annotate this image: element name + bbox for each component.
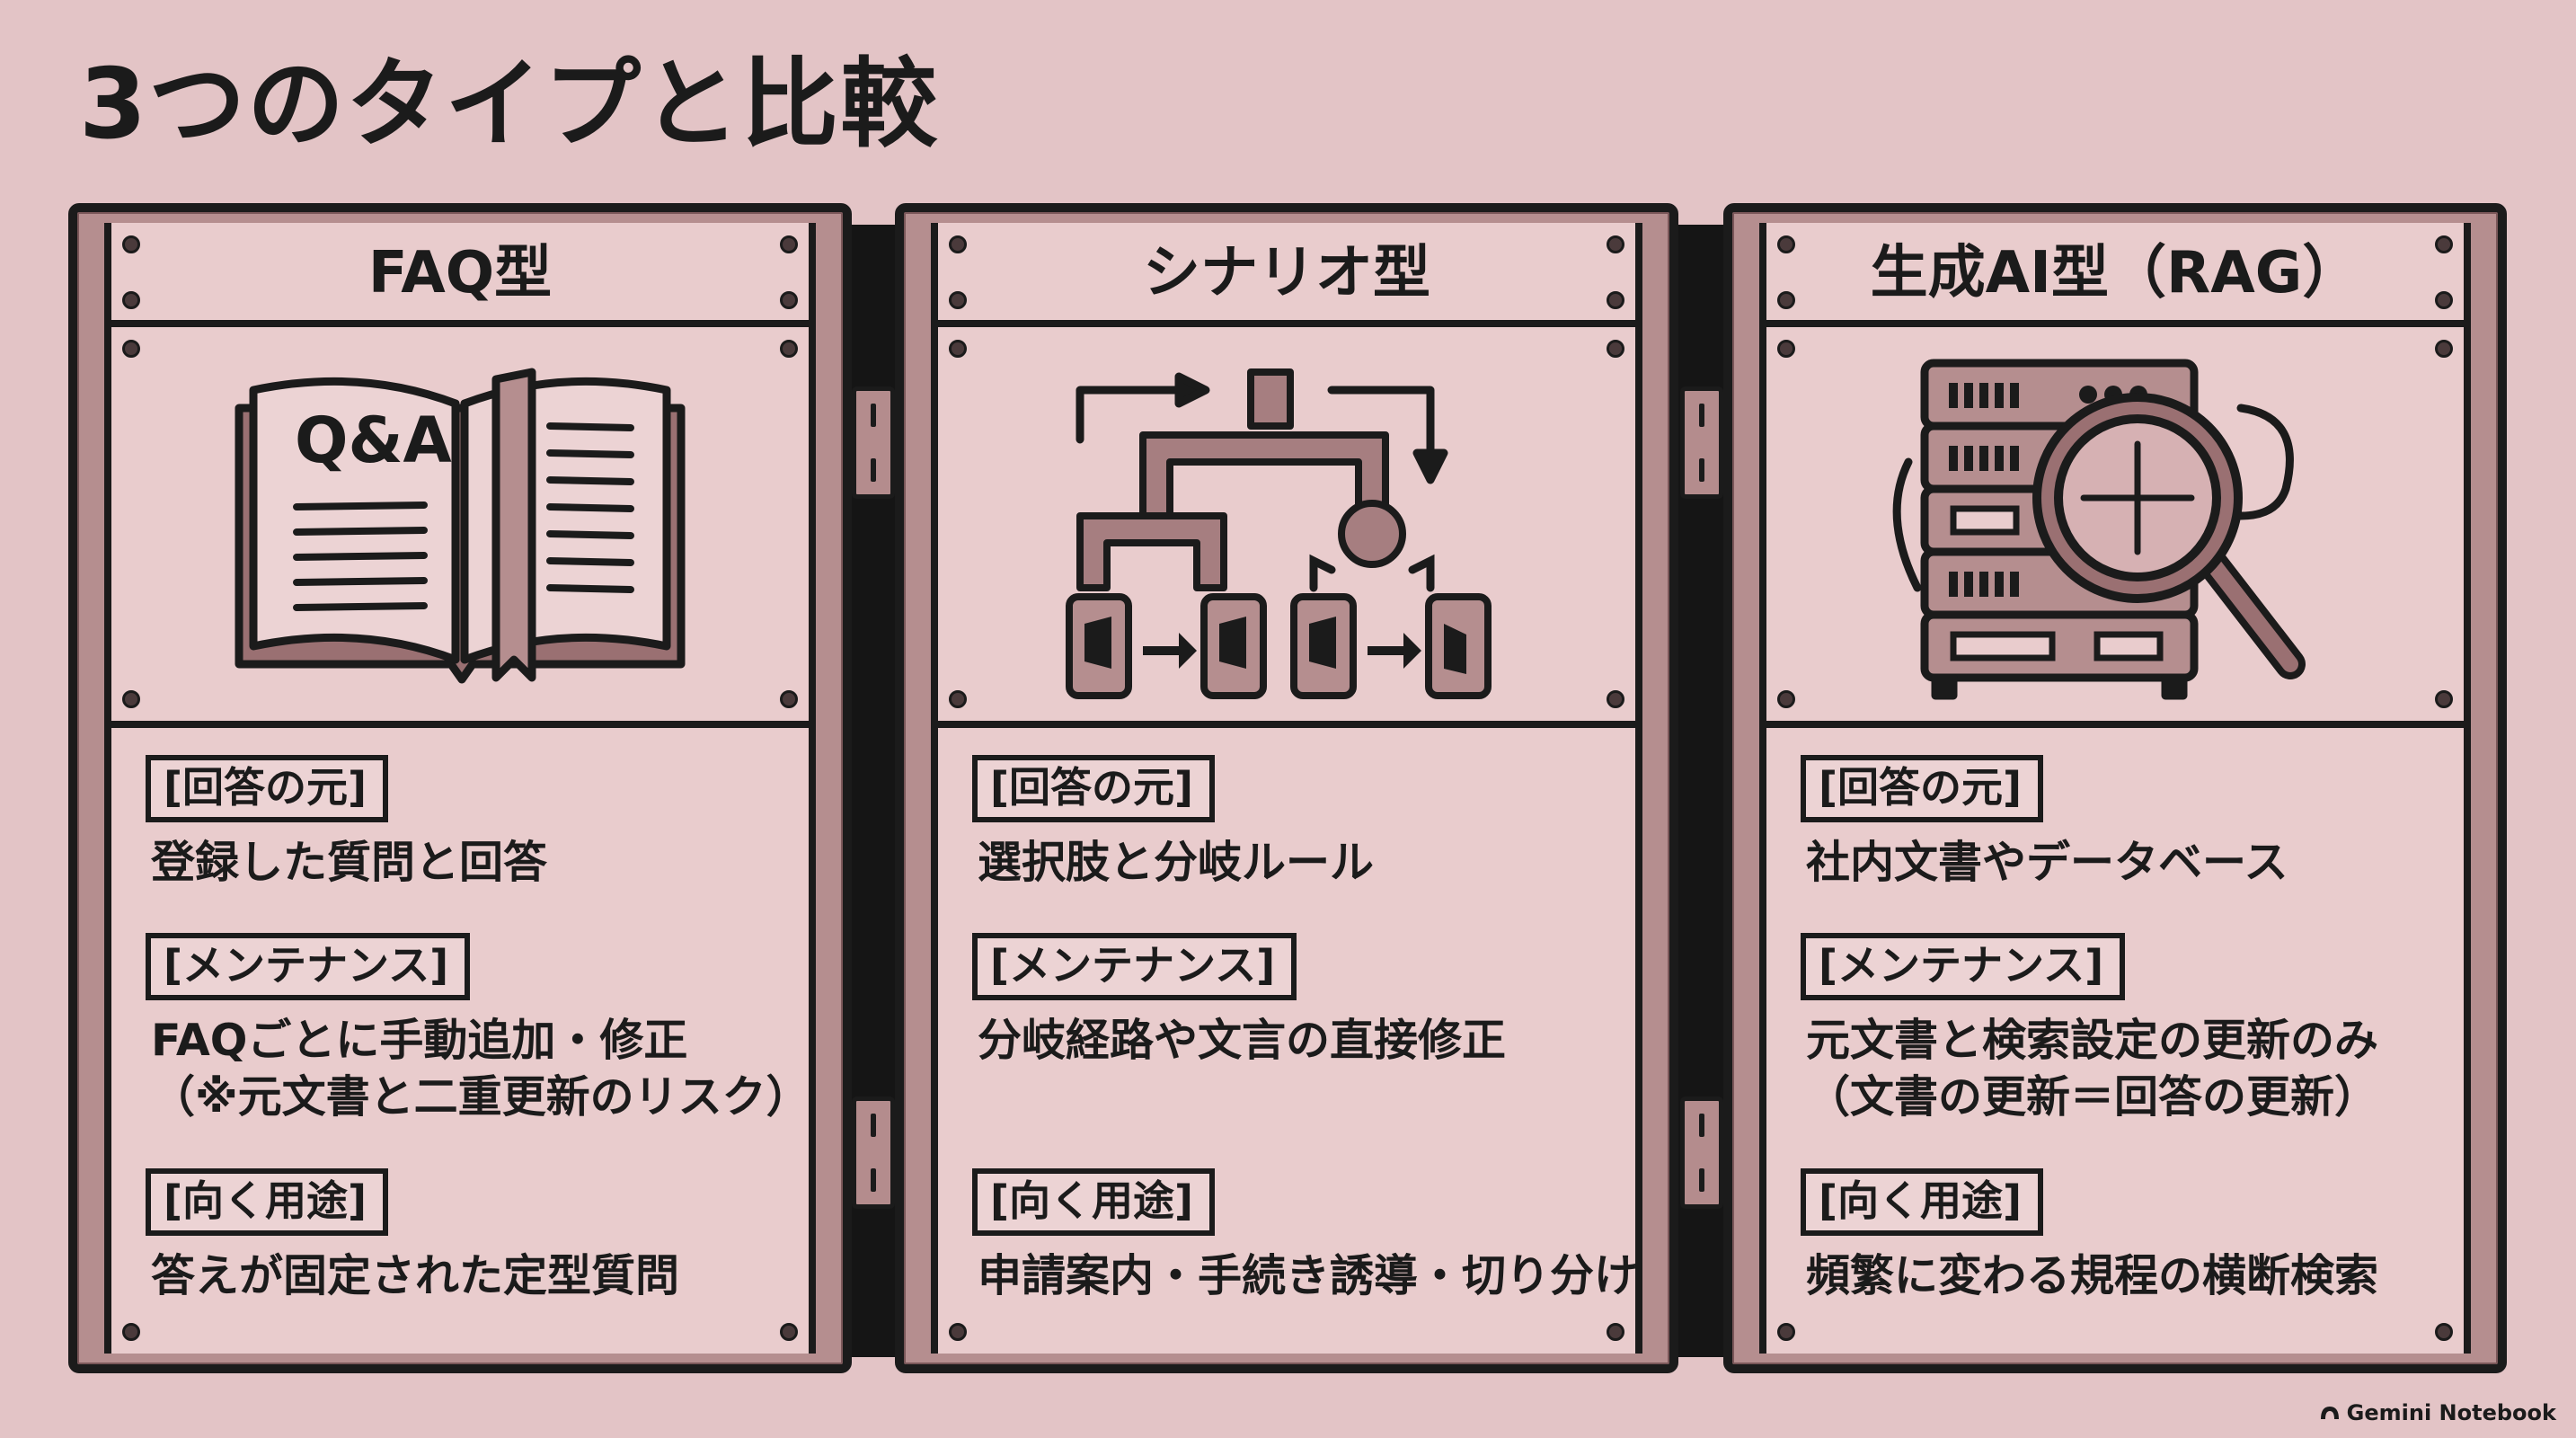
rivet [780, 690, 798, 708]
use-case-value: 頻繁に変わる規程の横断検索 [1806, 1249, 2379, 1301]
maintenance-value: FAQごとに手動追加・修正 （※元文書と二重更新のリスク） [151, 1013, 810, 1125]
panel-rag-inner: 生成AI型（RAG） [1759, 223, 2471, 1354]
maintenance-value: 元文書と検索設定の更新のみ （文書の更新＝回答の更新） [1806, 1013, 2446, 1125]
panel-faq-inner: FAQ型 Q&A [104, 223, 816, 1354]
rivet [122, 340, 140, 358]
maintenance-tag: [メンテナンス] [972, 933, 1297, 1000]
rivet [780, 340, 798, 358]
rivet [780, 235, 798, 253]
maintenance-row: [メンテナンス] FAQごとに手動追加・修正 （※元文書と二重更新のリスク） [146, 933, 810, 1125]
rivet [1607, 1323, 1624, 1341]
rivet [1607, 235, 1624, 253]
open-book-qa-icon: Q&A [235, 368, 686, 684]
maintenance-row: [メンテナンス] 分岐経路や文言の直接修正 [972, 933, 1617, 1070]
rivet [2435, 690, 2453, 708]
qa-label: Q&A [295, 404, 452, 477]
rivet [2435, 291, 2453, 309]
rivet [1607, 340, 1624, 358]
rivet [2435, 235, 2453, 253]
rivet [949, 235, 967, 253]
rivet [1777, 690, 1795, 708]
panel-header: シナリオ型 [938, 223, 1635, 327]
server-magnifier-icon [1892, 359, 2306, 700]
hinge [852, 1096, 895, 1209]
answer-source-row: [回答の元] 登録した質問と回答 [146, 755, 791, 892]
panel-details: [回答の元] 選択肢と分岐ルール [メンテナンス] 分岐経路や文言の直接修正 [… [938, 728, 1639, 1354]
maintenance-line: FAQごとに手動追加・修正 [151, 1014, 688, 1066]
answer-source-tag: [回答の元] [146, 755, 389, 822]
answer-source-tag: [回答の元] [1801, 755, 2044, 822]
maintenance-value: 分岐経路や文言の直接修正 [978, 1014, 1507, 1066]
panel-illustration: Q&A [111, 327, 809, 728]
use-case-row: [向く用途] 申請案内・手続き誘導・切り分け [972, 1168, 1639, 1305]
rivet [949, 291, 967, 309]
rivet [949, 340, 967, 358]
rivet [780, 1323, 798, 1341]
answer-source-value: 社内文書やデータベース [1806, 836, 2288, 888]
rivet [122, 1323, 140, 1341]
rivet [1607, 690, 1624, 708]
maintenance-line: 元文書と検索設定の更新のみ [1806, 1014, 2379, 1066]
use-case-tag: [向く用途] [146, 1168, 389, 1236]
maintenance-row: [メンテナンス] 元文書と検索設定の更新のみ （文書の更新＝回答の更新） [1801, 933, 2446, 1125]
hinge [852, 386, 895, 499]
panel-header: FAQ型 [111, 223, 809, 327]
maintenance-line: （文書の更新＝回答の更新） [1806, 1070, 2379, 1123]
use-case-tag: [向く用途] [972, 1168, 1216, 1236]
answer-source-tag: [回答の元] [972, 755, 1216, 822]
panel-details: [回答の元] 社内文書やデータベース [メンテナンス] 元文書と検索設定の更新の… [1766, 728, 2464, 1354]
rivet [949, 1323, 967, 1341]
rivet [1777, 1323, 1795, 1341]
watermark: Gemini Notebook [2320, 1400, 2556, 1425]
panel-illustration [1766, 327, 2464, 728]
maintenance-tag: [メンテナンス] [1801, 933, 2126, 1000]
panel-illustration [938, 327, 1635, 728]
rivet [122, 690, 140, 708]
panel-faq: FAQ型 Q&A [68, 203, 852, 1373]
answer-source-row: [回答の元] 社内文書やデータベース [1801, 755, 2446, 892]
use-case-value: 答えが固定された定型質問 [151, 1249, 680, 1301]
rivet [2435, 340, 2453, 358]
use-case-tag: [向く用途] [1801, 1168, 2044, 1236]
rivet [122, 235, 140, 253]
rivet [1607, 291, 1624, 309]
rivet [1777, 340, 1795, 358]
hinge [1680, 1096, 1723, 1209]
rivet [1777, 235, 1795, 253]
answer-source-value: 登録した質問と回答 [151, 836, 548, 888]
panel-header: 生成AI型（RAG） [1766, 223, 2464, 327]
panel-rag: 生成AI型（RAG） [1723, 203, 2507, 1373]
use-case-value: 申請案内・手続き誘導・切り分け [978, 1249, 1639, 1301]
watermark-text: Gemini Notebook [2346, 1400, 2556, 1425]
panel-scenario: シナリオ型 [895, 203, 1678, 1373]
maintenance-tag: [メンテナンス] [146, 933, 471, 1000]
rivet [780, 291, 798, 309]
rivet [949, 690, 967, 708]
page-title: 3つのタイプと比較 [79, 49, 940, 161]
panel-title: FAQ型 [367, 240, 553, 306]
panel-title: 生成AI型（RAG） [1870, 240, 2360, 306]
hinge [1680, 386, 1723, 499]
gemini-logo-icon [2320, 1407, 2339, 1419]
panel-scenario-inner: シナリオ型 [931, 223, 1642, 1354]
use-case-row: [向く用途] 頻繁に変わる規程の横断検索 [1801, 1168, 2446, 1305]
branching-pipes-switches-icon [1066, 368, 1492, 699]
answer-source-value: 選択肢と分岐ルール [978, 836, 1375, 888]
rivet [122, 291, 140, 309]
maintenance-line: （※元文書と二重更新のリスク） [151, 1070, 810, 1123]
use-case-row: [向く用途] 答えが固定された定型質問 [146, 1168, 791, 1305]
rivet [2435, 1323, 2453, 1341]
panel-title: シナリオ型 [1143, 240, 1430, 306]
answer-source-row: [回答の元] 選択肢と分岐ルール [972, 755, 1617, 892]
panel-details: [回答の元] 登録した質問と回答 [メンテナンス] FAQごとに手動追加・修正 … [111, 728, 810, 1354]
rivet [1777, 291, 1795, 309]
